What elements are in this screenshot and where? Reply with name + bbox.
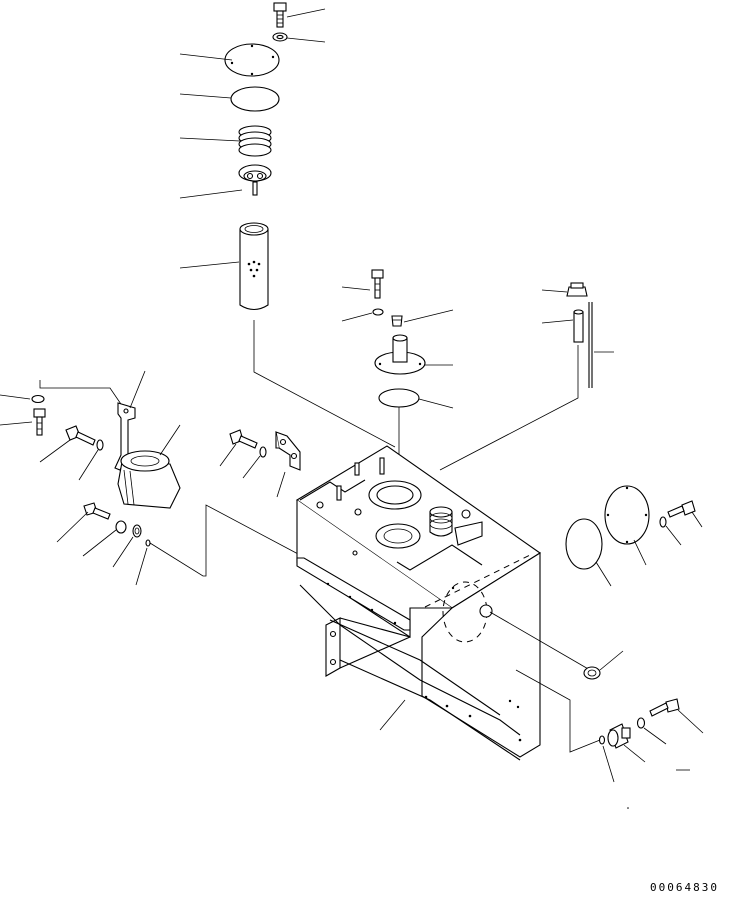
flange-bolt[interactable] (371, 269, 384, 299)
drain-plug-o-ring[interactable] (598, 735, 606, 745)
clamp-bolt[interactable] (229, 429, 258, 449)
tank-bracket[interactable] (275, 431, 301, 471)
sight-gauge[interactable] (583, 666, 601, 680)
line-filter-bolt[interactable] (65, 425, 96, 446)
gauge-rod[interactable] (588, 302, 593, 388)
o-ring-small[interactable] (145, 539, 151, 547)
bracket-bolt[interactable] (33, 408, 46, 436)
filler-flange[interactable] (374, 334, 426, 375)
drawing-number: 00064830 (650, 881, 719, 894)
side-cover-bolt[interactable] (667, 500, 696, 518)
filter-spring[interactable] (238, 125, 272, 157)
side-cover-gasket[interactable] (565, 518, 603, 570)
flange-o-ring[interactable] (378, 388, 420, 408)
bracket-washer[interactable] (31, 394, 45, 404)
cover-washer[interactable] (272, 32, 288, 42)
line-filter-cartridge[interactable] (117, 450, 181, 509)
cover-o-ring[interactable] (230, 86, 280, 112)
hydraulic-tank[interactable] (295, 445, 541, 761)
line-filter-washer[interactable] (96, 439, 104, 451)
side-cover-plate[interactable] (604, 485, 650, 545)
flange-washer[interactable] (372, 308, 384, 316)
breather-plug[interactable] (391, 315, 403, 327)
drain-bolt[interactable] (649, 698, 680, 717)
mount-bolt[interactable] (83, 502, 111, 520)
drain-valve[interactable] (607, 723, 631, 749)
filter-cover[interactable] (224, 43, 280, 77)
drain-washer[interactable] (636, 717, 646, 729)
side-cover-washer[interactable] (659, 516, 667, 528)
gauge-tube[interactable] (573, 309, 584, 343)
gauge-cap[interactable] (566, 282, 588, 297)
clamp-washer[interactable] (259, 446, 267, 458)
mount-washer[interactable] (115, 520, 127, 534)
bypass-valve[interactable] (238, 164, 272, 196)
cover-bolt[interactable] (273, 2, 287, 28)
mount-lock-washer[interactable] (132, 524, 142, 538)
filter-element[interactable] (239, 222, 269, 311)
